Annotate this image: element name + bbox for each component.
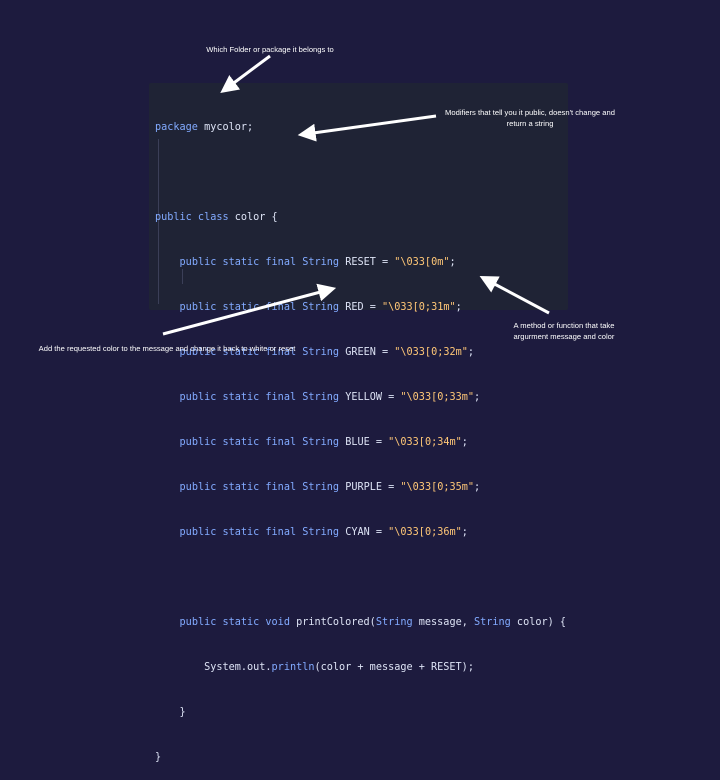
code-line-close-class: }	[155, 752, 162, 763]
arrow-bottom-right	[479, 276, 550, 315]
code-line-field-cyan: public static final String CYAN = "\033[…	[179, 527, 468, 538]
annotation-right: Modifiers that tell you it public, doesn…	[445, 108, 615, 128]
annotation-bottom-left: Add the requested color to the message a…	[38, 344, 296, 353]
code-line-blank	[155, 570, 566, 585]
code-line-field-blue: public static final String BLUE = "\033[…	[179, 437, 468, 448]
arrow-right	[297, 114, 437, 142]
code-line-field-yellow: public static final String YELLOW = "\03…	[179, 392, 481, 403]
code-line-package: package mycolor;	[155, 122, 254, 133]
code-line-field-green: public static final String GREEN = "\033…	[179, 347, 475, 358]
code-line-field-purple: public static final String PURPLE = "\03…	[179, 482, 481, 493]
code-line-class: public class color {	[155, 212, 278, 223]
annotation-arrows	[162, 54, 550, 336]
code-line-method: public static void printColored(String m…	[179, 617, 566, 628]
annotation-top: Which Folder or package it belongs to	[206, 45, 334, 54]
annotation-bottom-right: A method or function that take argurment…	[513, 321, 615, 341]
code-line-field-reset: public static final String RESET = "\033…	[179, 257, 456, 268]
arrow-top	[220, 54, 271, 94]
arrow-bottom-left	[162, 283, 337, 336]
indent-guide	[182, 269, 183, 284]
code-line-field-red: public static final String RED = "\033[0…	[179, 302, 462, 313]
code-panel	[149, 83, 568, 310]
code-line-body: System.out.println(color + message + RES…	[204, 662, 474, 673]
code-line-close-method: }	[179, 707, 186, 718]
indent-guide	[158, 139, 159, 304]
